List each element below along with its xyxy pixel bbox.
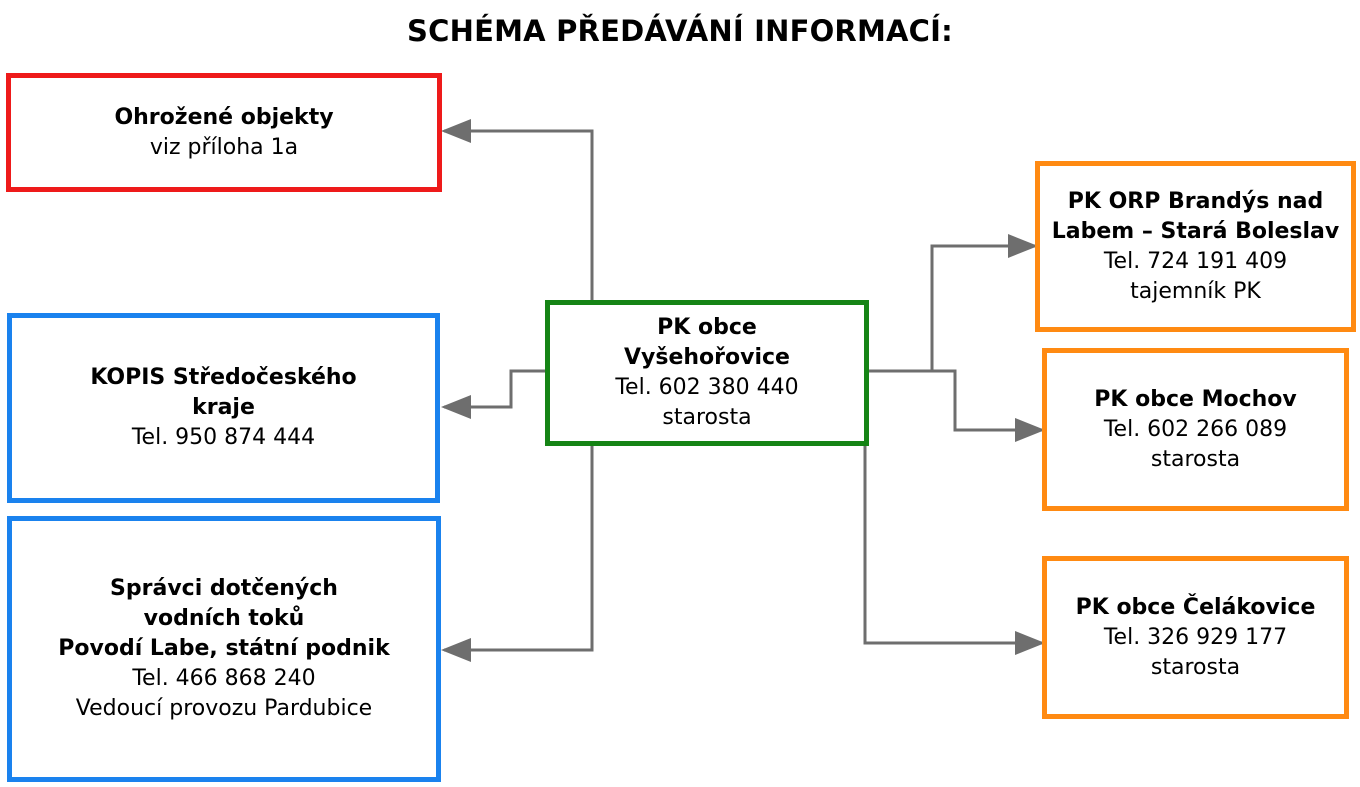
arrow-to-kopis <box>441 369 548 419</box>
box-phone: Tel. 466 868 240 <box>132 666 316 691</box>
box-role: starosta <box>662 405 752 430</box>
arrow-to-spravci-toku <box>441 445 594 662</box>
box-role: starosta <box>1150 446 1241 472</box>
box-heading: kraje <box>192 395 255 420</box>
box-phone: Tel. 602 266 089 <box>1103 416 1288 442</box>
box-role: starosta <box>1150 654 1241 680</box>
box-heading: Vyšehořovice <box>624 345 790 370</box>
box-heading: Povodí Labe, státní podnik <box>58 636 390 661</box>
box-heading: Ohrožené objekty <box>114 104 334 130</box>
box-pk-orp-brandys: PK ORP Brandýs nad Labem – Stará Bolesla… <box>1035 161 1356 332</box>
box-heading: Správci dotčených <box>110 576 338 601</box>
box-spravci-toku: Správci dotčených vodních toků Povodí La… <box>7 516 441 782</box>
box-phone: Tel. 724 191 409 <box>1103 248 1288 274</box>
arrow-to-pk-orp-brandys <box>868 234 1038 373</box>
box-heading: PK obce Čelákovice <box>1075 594 1316 620</box>
box-heading: Labem – Stará Boleslav <box>1051 218 1340 244</box>
box-phone: Tel. 950 874 444 <box>131 425 316 450</box>
arrow-to-pk-celakovice <box>863 445 1045 655</box>
box-role: Vedoucí provozu Pardubice <box>75 696 373 721</box>
arrow-to-pk-mochov <box>932 369 1045 442</box>
arrow-to-ohrozene-objekty <box>441 119 594 300</box>
diagram-title: SCHÉMA PŘEDÁVÁNÍ INFORMACÍ: <box>407 14 953 48</box>
box-text: viz příloha 1a <box>149 134 299 160</box>
box-heading: PK ORP Brandýs nad <box>1067 188 1324 214</box>
box-pk-mochov: PK obce Mochov Tel. 602 266 089 starosta <box>1042 348 1349 511</box>
box-phone: Tel. 602 380 440 <box>615 375 799 400</box>
box-phone: Tel. 326 929 177 <box>1103 624 1288 650</box>
box-heading: vodních toků <box>143 606 305 631</box>
box-kopis: KOPIS Středočeského kraje Tel. 950 874 4… <box>7 313 440 503</box>
box-heading: PK obce Mochov <box>1094 386 1297 412</box>
box-ohrozene-objekty: Ohrožené objekty viz příloha 1a <box>6 73 442 192</box>
box-pk-celakovice: PK obce Čelákovice Tel. 326 929 177 star… <box>1042 556 1349 719</box>
box-pk-vysehorovice: PK obce Vyšehořovice Tel. 602 380 440 st… <box>545 300 869 446</box>
box-heading: KOPIS Středočeského <box>90 365 357 390</box>
box-heading: PK obce <box>657 315 757 340</box>
box-role: tajemník PK <box>1130 278 1261 304</box>
